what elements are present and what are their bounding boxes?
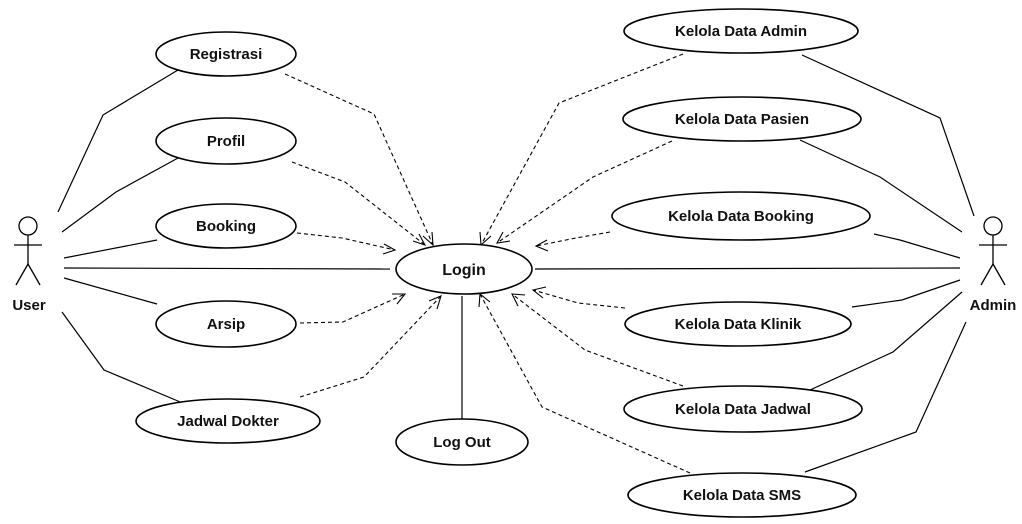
use-case-kelola-data-booking: Kelola Data Booking — [611, 191, 871, 241]
assoc-user-login — [63, 267, 391, 270]
use-case-label: Kelola Data Pasien — [675, 111, 809, 128]
use-case-label: Registrasi — [190, 46, 263, 63]
use-case-booking: Booking — [155, 203, 297, 249]
assoc-user-arsip — [63, 277, 158, 305]
assoc-user-registrasi — [57, 69, 179, 213]
assoc-admin-kelola-pasien — [799, 139, 963, 233]
assoc-admin-kelola-sms — [804, 321, 967, 473]
use-case-login: Login — [395, 243, 533, 295]
assoc-admin-kelola-admin — [801, 54, 975, 217]
dep-registrasi-login — [284, 73, 434, 246]
assoc-user-booking — [63, 239, 158, 259]
actor-leg-left — [980, 263, 994, 286]
dep-kelola-sms-login — [479, 293, 691, 474]
dep-jadwal-dokter-login — [299, 295, 442, 398]
use-case-profil: Profil — [155, 117, 297, 165]
arrow-head — [382, 243, 397, 255]
use-case-arsip: Arsip — [155, 300, 297, 348]
assoc-admin-kelola-jadwal — [809, 291, 963, 391]
actor-admin: Admin — [970, 216, 1017, 314]
use-case-label: Kelola Data Jadwal — [675, 401, 811, 418]
dep-kelola-admin-login — [480, 53, 684, 246]
use-case-kelola-data-pasien: Kelola Data Pasien — [622, 96, 862, 142]
use-case-kelola-data-sms: Kelola Data SMS — [627, 472, 857, 518]
assoc-user-jadwal-dokter — [61, 311, 186, 405]
actor-admin-label: Admin — [970, 297, 1017, 314]
actor-head — [983, 216, 1003, 236]
use-case-label: Kelola Data SMS — [683, 487, 801, 504]
actor-leg-left — [15, 263, 29, 286]
use-case-label: Kelola Data Admin — [675, 23, 807, 40]
use-case-label: Booking — [196, 218, 256, 235]
use-case-label: Jadwal Dokter — [177, 413, 279, 430]
use-case-label: Login — [442, 262, 486, 279]
assoc-user-profil — [61, 157, 179, 233]
dep-profil-login — [291, 161, 426, 246]
actor-head — [18, 216, 38, 236]
arrow-head — [479, 231, 492, 247]
arrow-head — [428, 295, 442, 310]
use-case-logout: Log Out — [395, 418, 529, 466]
arrow-head — [422, 231, 434, 247]
use-case-kelola-data-jadwal: Kelola Data Jadwal — [623, 385, 863, 433]
arrow-head — [534, 239, 549, 252]
arrow-head — [392, 293, 407, 305]
use-case-label: Arsip — [207, 316, 245, 333]
assoc-admin-kelola-booking — [873, 233, 961, 259]
use-case-label: Kelola Data Booking — [668, 208, 814, 225]
dep-kelola-klinik-login — [532, 289, 626, 309]
use-case-kelola-data-admin: Kelola Data Admin — [623, 8, 859, 54]
actor-leg-right — [992, 263, 1006, 286]
use-case-label: Log Out — [433, 434, 490, 451]
dep-kelola-pasien-login — [496, 140, 673, 244]
dep-booking-login — [296, 232, 396, 251]
arrow-head — [531, 286, 547, 299]
arrow-head — [412, 233, 427, 246]
dep-arsip-login — [299, 293, 406, 324]
associations — [57, 54, 975, 473]
arrow-head — [511, 293, 526, 307]
dep-kelola-booking-login — [535, 231, 611, 247]
actor-user-label: User — [12, 297, 46, 314]
use-case-label: Kelola Data Klinik — [675, 316, 802, 333]
use-case-kelola-data-klinik: Kelola Data Klinik — [624, 301, 852, 347]
actor-leg-right — [27, 263, 41, 286]
assoc-admin-login — [534, 267, 961, 270]
actor-user: User — [12, 216, 46, 314]
use-case-label: Profil — [207, 133, 245, 150]
use-case-registrasi: Registrasi — [155, 31, 297, 77]
arrow-head — [495, 231, 511, 244]
use-case-jadwal-dokter: Jadwal Dokter — [135, 398, 321, 444]
assoc-admin-kelola-klinik — [851, 279, 961, 308]
